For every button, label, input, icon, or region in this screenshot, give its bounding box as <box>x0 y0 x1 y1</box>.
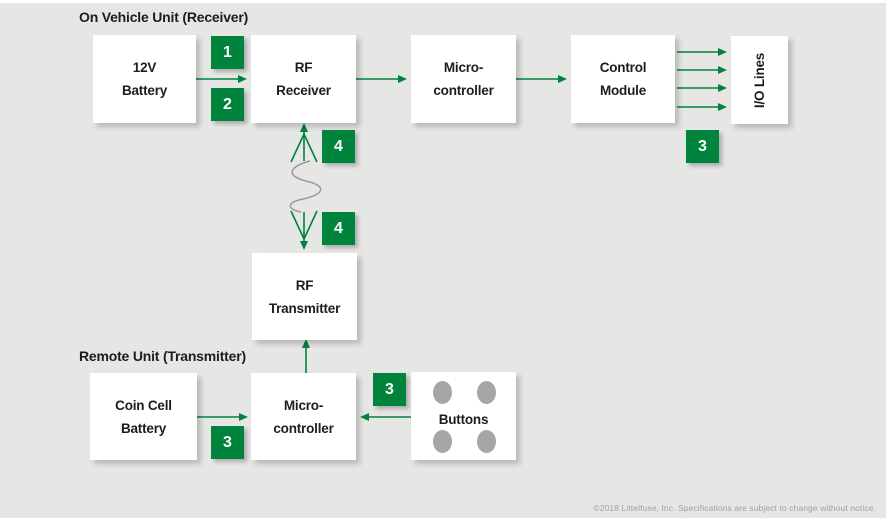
block-io-lines: I/O Lines <box>731 36 788 124</box>
block-microcontroller-receiver: Micro- controller <box>411 35 516 123</box>
block-label: Micro- <box>283 397 324 413</box>
button-dot <box>477 381 496 404</box>
button-dot <box>433 381 452 404</box>
block-label: Micro- <box>443 60 484 75</box>
badge-3-buttons: 3 <box>373 373 406 406</box>
section-title-receiver: On Vehicle Unit (Receiver) <box>79 9 249 25</box>
block-label: Buttons <box>438 412 489 427</box>
block-microcontroller-remote: Micro- controller <box>251 373 356 460</box>
block-label: 12V <box>132 60 157 75</box>
rf-wave-icon <box>289 160 322 213</box>
top-border <box>0 0 886 3</box>
footer-copyright: ©2018 Littelfuse, Inc. Specifications ar… <box>593 503 876 513</box>
block-label: I/O Lines <box>752 52 767 108</box>
block-label: RF <box>295 277 314 293</box>
block-coin-cell-battery: Coin Cell Battery <box>90 373 197 460</box>
block-rf-transmitter: RF Transmitter <box>252 253 357 340</box>
block-label: Receiver <box>276 83 331 98</box>
block-label: Module <box>599 83 647 98</box>
block-label: Battery <box>121 83 168 98</box>
block-rf-receiver: RF Receiver <box>251 35 356 123</box>
block-buttons: Buttons <box>411 372 516 460</box>
button-dot <box>477 430 496 453</box>
badge-3-io: 3 <box>686 130 719 163</box>
badge-3-coincell: 3 <box>211 426 244 459</box>
block-label: RF <box>294 60 313 75</box>
badge-4-transmitter: 4 <box>322 212 355 245</box>
block-label: Control <box>599 60 647 75</box>
block-12v-battery: 12V Battery <box>93 35 196 123</box>
block-label: Battery <box>120 420 167 436</box>
block-label: controller <box>273 420 334 436</box>
block-label: controller <box>433 83 494 98</box>
section-title-transmitter: Remote Unit (Transmitter) <box>79 348 246 364</box>
block-label: Transmitter <box>268 300 341 316</box>
button-dot <box>433 430 452 453</box>
receiver-antenna-icon <box>290 123 318 163</box>
block-control-module: Control Module <box>571 35 675 123</box>
block-label: Coin Cell <box>115 397 172 413</box>
transmitter-antenna-icon <box>290 210 318 250</box>
badge-2: 2 <box>211 88 244 121</box>
badge-4-receiver: 4 <box>322 130 355 163</box>
badge-1: 1 <box>211 36 244 69</box>
